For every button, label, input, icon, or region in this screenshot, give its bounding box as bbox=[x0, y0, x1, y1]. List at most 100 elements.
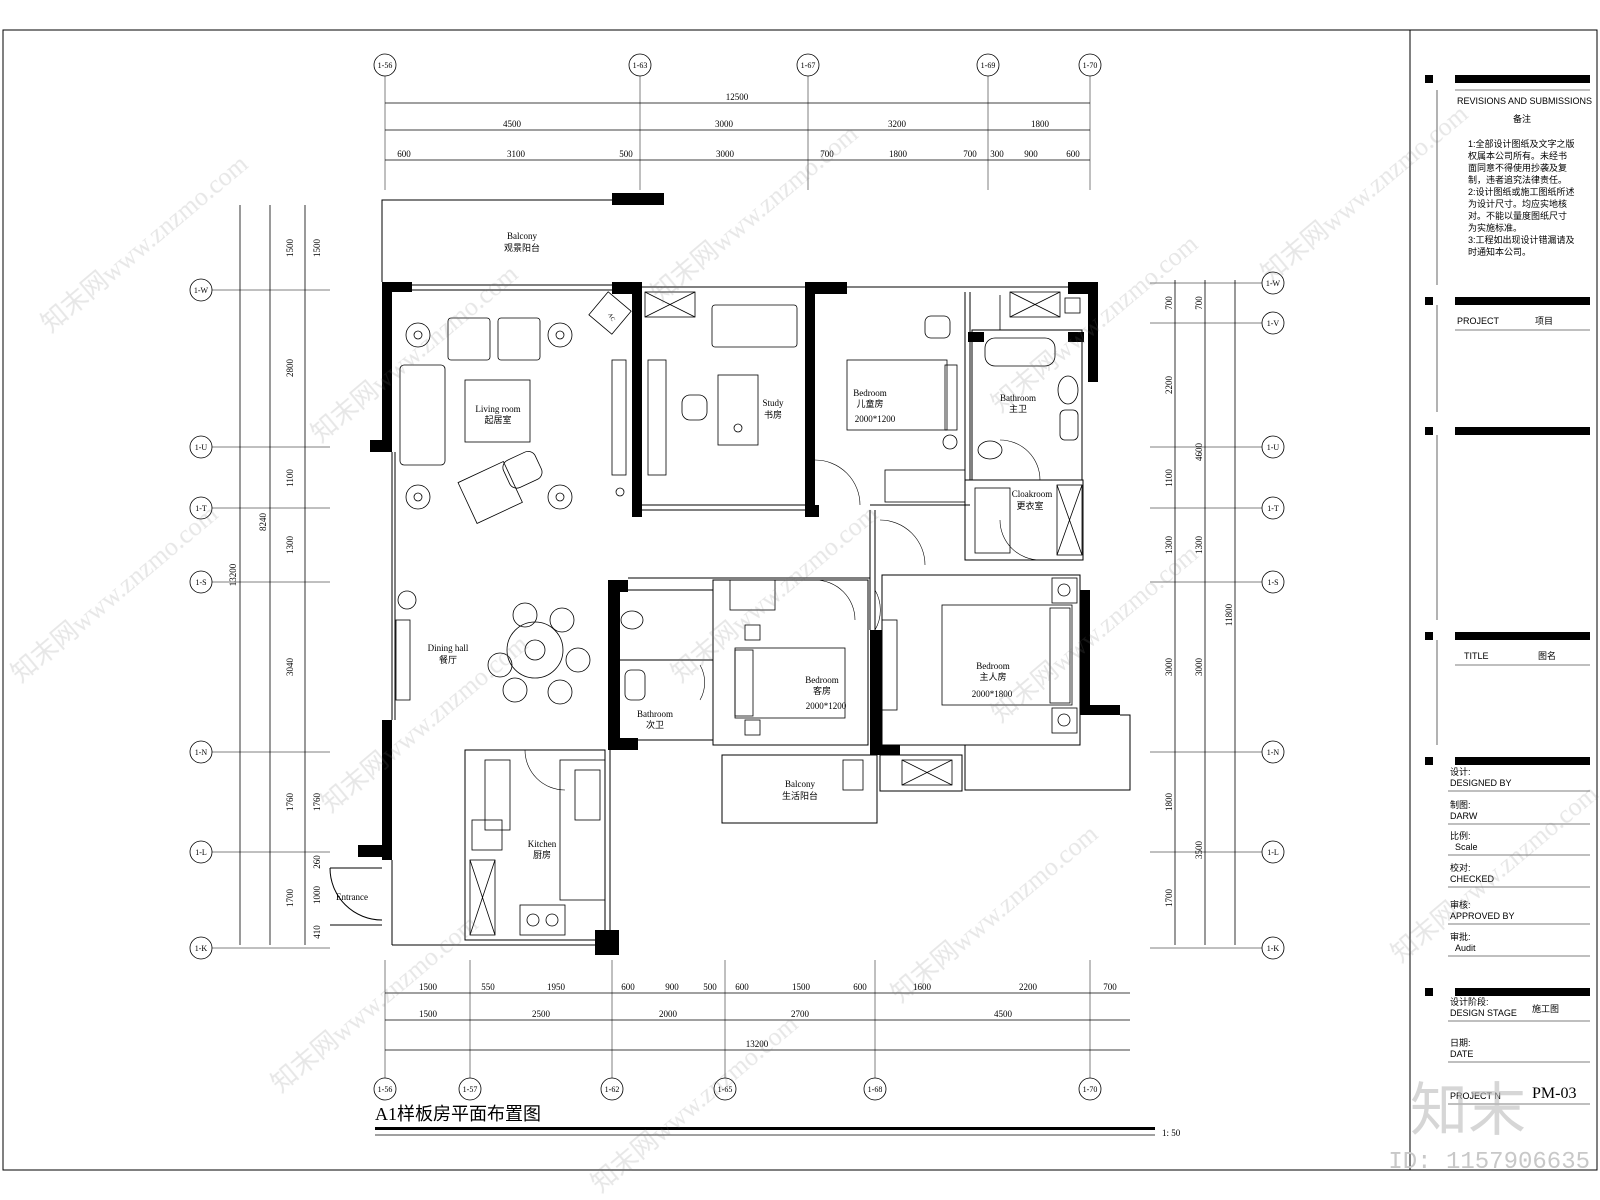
grid-bubble bbox=[796, 53, 820, 77]
dim-text: 1760 bbox=[312, 793, 322, 812]
grid-bubble-label: 1-70 bbox=[1083, 61, 1098, 70]
grid-bubble bbox=[1261, 435, 1285, 459]
grid-bubble bbox=[1261, 271, 1285, 295]
room-kitchen-en: Kitchen bbox=[528, 839, 557, 849]
furniture bbox=[395, 291, 1083, 936]
dim-text: 600 bbox=[621, 982, 635, 992]
dim-text: 900 bbox=[1024, 149, 1038, 159]
note-line: 对。不能以量度图纸尺寸 bbox=[1468, 210, 1567, 221]
image-id: ID: 1157906635 bbox=[1388, 1149, 1590, 1176]
room-cloakroom-cn: 更衣室 bbox=[1016, 500, 1043, 511]
dim-text: 1500 bbox=[792, 982, 811, 992]
title-block-label-cn: 设计阶段: bbox=[1450, 996, 1489, 1007]
dim-text: 700 bbox=[1164, 296, 1174, 310]
dim-text: 1300 bbox=[1164, 536, 1174, 555]
title-block-label-cn: 审批: bbox=[1450, 931, 1471, 942]
title-block-label-cn: 审核: bbox=[1450, 899, 1471, 910]
thin-walls bbox=[329, 199, 1131, 946]
grid-bubble bbox=[1261, 740, 1285, 764]
dim-text: 8240 bbox=[258, 513, 268, 532]
note-line: 制，违者追究法律责任。 bbox=[1468, 174, 1567, 185]
room-master-bedroom-en: Bedroom bbox=[976, 661, 1010, 671]
dim-text: 1500 bbox=[419, 1009, 438, 1019]
title-block-label-en: APPROVED BY bbox=[1450, 911, 1515, 921]
grid-bubble bbox=[189, 496, 213, 520]
title-block-label-en: PROJECT N bbox=[1450, 1091, 1501, 1101]
dim-text: 3200 bbox=[888, 119, 907, 129]
grid-bubble-label: 1-S bbox=[1267, 578, 1278, 587]
dim-text: 700 bbox=[1103, 982, 1117, 992]
dim-text: 3100 bbox=[507, 149, 526, 159]
grid-bubble-label: 1-W bbox=[194, 286, 209, 295]
grid-bubble-label: 1-63 bbox=[633, 61, 648, 70]
dim-text: 1300 bbox=[285, 536, 295, 555]
grid-bubble bbox=[1261, 496, 1285, 520]
title-block-label-en: DARW bbox=[1450, 811, 1478, 821]
note-line: 权属本公司所有。未经书 bbox=[1468, 150, 1567, 161]
room-guest-bedroom-en: Bedroom bbox=[805, 675, 839, 685]
grid-bubble-label: 1-56 bbox=[378, 61, 393, 70]
dim-text: 2000 bbox=[659, 1009, 678, 1019]
grid-bubble-label: 1-L bbox=[1267, 848, 1279, 857]
drawing-title: A1样板房平面布置图 bbox=[375, 1104, 541, 1124]
dim-text: 2800 bbox=[285, 359, 295, 378]
dim-text: 13200 bbox=[746, 1039, 769, 1049]
watermark-text: 知末网www.znzmo.com bbox=[36, 149, 254, 338]
revisions-title: REVISIONS AND SUBMISSIONS bbox=[1457, 96, 1592, 106]
room-dining-en: Dining hall bbox=[428, 643, 469, 653]
dim-text: 4600 bbox=[1194, 443, 1204, 462]
watermark-text: 知末网www.znzmo.com bbox=[1256, 99, 1474, 288]
title-block-rows: 设计:DESIGNED BY制图:DARW比例:Scale校对:CHECKED审… bbox=[1448, 766, 1590, 1105]
room-kids-bedroom-size: 2000*1200 bbox=[855, 414, 896, 424]
grid-bubble-label: 1-69 bbox=[981, 61, 996, 70]
dim-text: 1500 bbox=[312, 239, 322, 258]
room-guest-bedroom-size: 2000*1200 bbox=[806, 701, 847, 711]
stage-value: 施工图 bbox=[1532, 1003, 1559, 1014]
title-block-label-en: DATE bbox=[1450, 1049, 1473, 1059]
grid-bubble bbox=[1261, 570, 1285, 594]
grid-bubble bbox=[189, 740, 213, 764]
watermark-text: 知末网www.znzmo.com bbox=[646, 119, 864, 308]
drawing-number: PM-03 bbox=[1532, 1085, 1576, 1102]
grid-bubble-label: 1-65 bbox=[718, 1085, 733, 1094]
room-master-bedroom-cn: 主人房 bbox=[979, 671, 1006, 682]
watermark-text: 知末网www.znzmo.com bbox=[666, 499, 884, 688]
room-master-bath-cn: 主卫 bbox=[1009, 403, 1027, 414]
note-line: 3:工程如出现设计错漏请及 bbox=[1468, 234, 1575, 245]
dim-text: 700 bbox=[820, 149, 834, 159]
room-dining-cn: 餐厅 bbox=[439, 654, 457, 665]
grid-bubble-label: 1-V bbox=[1267, 319, 1280, 328]
dimension-lines bbox=[239, 102, 1236, 1051]
dim-text: 3000 bbox=[1194, 658, 1204, 677]
note-line: 为设计尺寸。均应实地核 bbox=[1468, 198, 1567, 209]
watermark-text: 知末网www.znzmo.com bbox=[1386, 779, 1600, 968]
title-block-label-cn: 校对: bbox=[1450, 862, 1471, 873]
grid-bubble bbox=[189, 435, 213, 459]
grid-bubble-label: 1-70 bbox=[1083, 1085, 1098, 1094]
dim-text: 300 bbox=[990, 149, 1004, 159]
dim-text: 4500 bbox=[994, 1009, 1013, 1019]
notes-title: 备注 bbox=[1513, 113, 1531, 124]
grid-bubble-label: 1-68 bbox=[868, 1085, 883, 1094]
title-block-label-cn: 设计: bbox=[1450, 766, 1471, 777]
watermark-layer: 知末网www.znzmo.com 知末网www.znzmo.com 知末网www.z… bbox=[6, 99, 1600, 1198]
logo-text: 知末 bbox=[1410, 1078, 1526, 1143]
ac-label: AC bbox=[606, 312, 615, 322]
room-living-en: Living room bbox=[475, 404, 520, 414]
dim-text: 3040 bbox=[285, 658, 295, 677]
watermark-text: 知末网www.znzmo.com bbox=[6, 499, 224, 688]
room-study-cn: 书房 bbox=[764, 409, 782, 420]
title-underline bbox=[375, 1127, 1155, 1130]
title-label-en: TITLE bbox=[1464, 651, 1489, 661]
grid-bubble bbox=[713, 1077, 737, 1101]
room-guest-bedroom-cn: 客房 bbox=[813, 685, 831, 696]
grid-bubble bbox=[458, 1077, 482, 1101]
note-line: 时通知本公司。 bbox=[1468, 246, 1531, 257]
watermark-text: 知末网www.znzmo.com bbox=[266, 909, 484, 1098]
dim-text: 3500 bbox=[1194, 841, 1204, 860]
grid-bubble-label: 1-K bbox=[1267, 944, 1280, 953]
dim-text: 12500 bbox=[726, 92, 749, 102]
grid-bubble-label: 1-62 bbox=[605, 1085, 620, 1094]
